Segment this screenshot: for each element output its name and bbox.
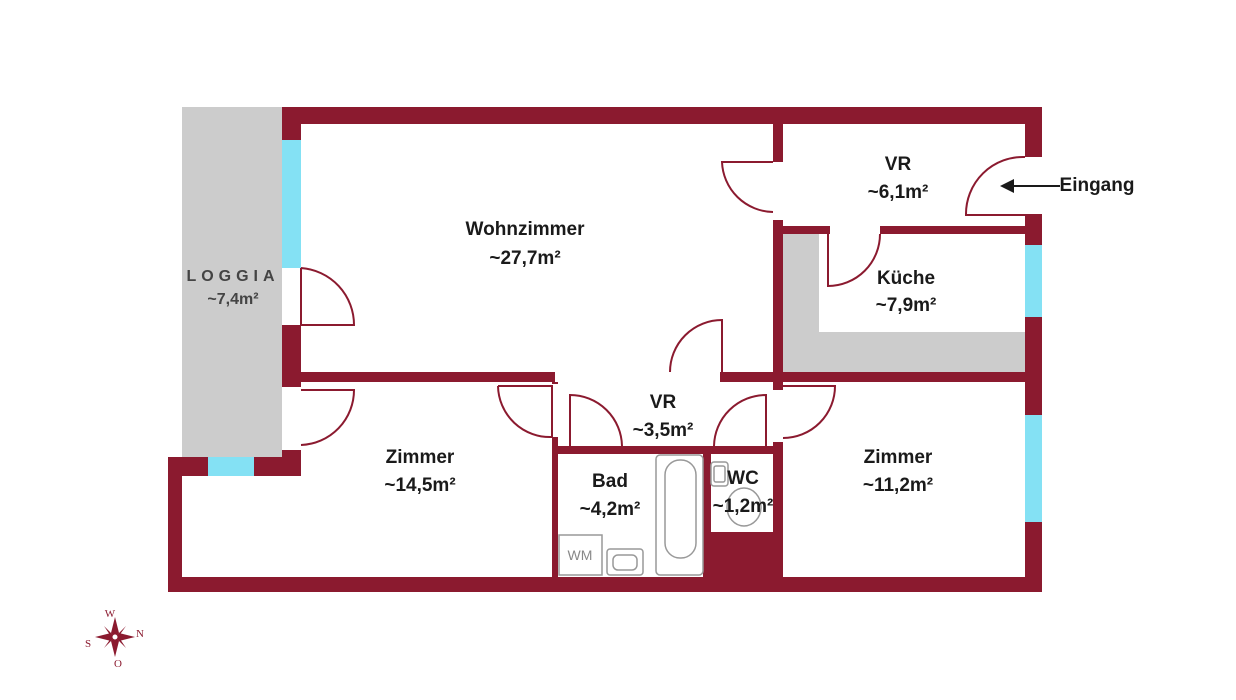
room-name-kueche: Küche <box>877 268 935 289</box>
compass-north: N <box>136 628 144 640</box>
kitchen-counter <box>783 234 1025 374</box>
toilet-tank-inner <box>713 465 726 483</box>
compass-rose: W N S O <box>85 608 144 670</box>
washing-machine <box>558 534 603 576</box>
room-name-bad: Bad <box>592 471 628 492</box>
door-living-hall <box>669 318 723 373</box>
room-name-vr-hall: VR <box>650 392 677 413</box>
bathtub <box>655 454 704 576</box>
door-wc <box>713 393 767 447</box>
door-bad <box>569 393 623 447</box>
window-living-west <box>282 140 301 268</box>
windows <box>208 140 1042 522</box>
room-area-vr-entry: ~6,1m² <box>868 182 929 203</box>
washing-machine-label: WM <box>568 547 593 563</box>
toilet-tank <box>710 461 729 487</box>
room-name-zimmer-right: Zimmer <box>864 447 933 468</box>
entrance-arrow <box>1000 179 1060 193</box>
room-area-kueche: ~7,9m² <box>876 295 937 316</box>
door-living-vr <box>720 161 774 213</box>
bathroom-fixtures <box>558 454 762 576</box>
room-area-bad: ~4,2m² <box>580 499 641 520</box>
room-name-vr-entry: VR <box>885 154 912 175</box>
room-area-zimmer-right: ~11,2m² <box>863 475 933 496</box>
door-vr-kitchen <box>827 233 881 288</box>
sink <box>606 548 644 576</box>
door-zimmer-right <box>782 385 837 439</box>
sink-basin <box>612 554 638 571</box>
bathtub-inner <box>664 459 697 559</box>
room-area-wc: ~1,2m² <box>713 496 774 517</box>
room-name-wc: WC <box>727 468 759 489</box>
window-zimmer-left <box>208 457 254 476</box>
loggia-area <box>182 107 282 457</box>
room-area-loggia: ~7,4m² <box>207 291 258 308</box>
room-name-loggia: LOGGIA <box>186 268 279 285</box>
compass-star-icon <box>95 617 135 657</box>
room-name-zimmer-left: Zimmer <box>386 447 455 468</box>
walls <box>168 107 1042 592</box>
room-area-vr-hall: ~3,5m² <box>633 420 694 441</box>
door-swings <box>300 155 1042 447</box>
window-zimmer-right <box>1025 415 1042 522</box>
door-loggia-zimmer <box>300 389 356 446</box>
compass-south: S <box>85 638 91 650</box>
room-area-zimmer-left: ~14,5m² <box>384 475 455 496</box>
compass-west: W <box>105 608 116 620</box>
room-name-wohnzimmer: Wohnzimmer <box>466 219 586 240</box>
door-zimmer-hall <box>497 385 553 439</box>
compass-east: O <box>114 658 122 670</box>
room-area-wohnzimmer: ~27,7m² <box>489 248 560 269</box>
door-entrance <box>964 155 1042 216</box>
entrance-label: Eingang <box>1060 175 1135 196</box>
toilet-bowl <box>726 487 762 527</box>
window-kitchen <box>1025 245 1042 317</box>
door-loggia-living <box>300 267 356 326</box>
